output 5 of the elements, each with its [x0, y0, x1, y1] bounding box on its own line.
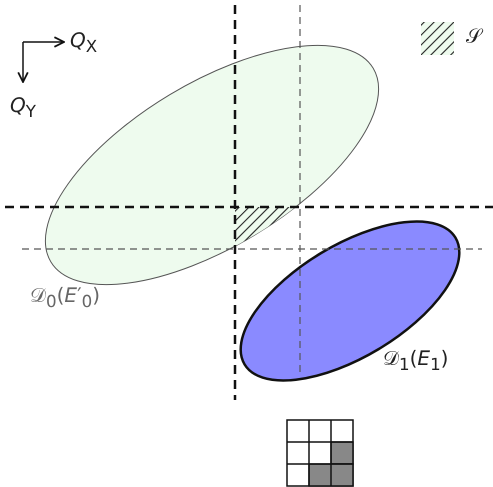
axis-label: Q$_{Y}$	[10, 95, 36, 121]
legend-label: 𝒮	[466, 26, 481, 46]
region-label: 𝒟$_{1}$(E$_{1}$)	[383, 348, 448, 374]
region-label: 𝒟$_{0}$(E′$_{0}$)	[30, 285, 100, 311]
axis-label: Q$_{X}$	[70, 30, 98, 56]
